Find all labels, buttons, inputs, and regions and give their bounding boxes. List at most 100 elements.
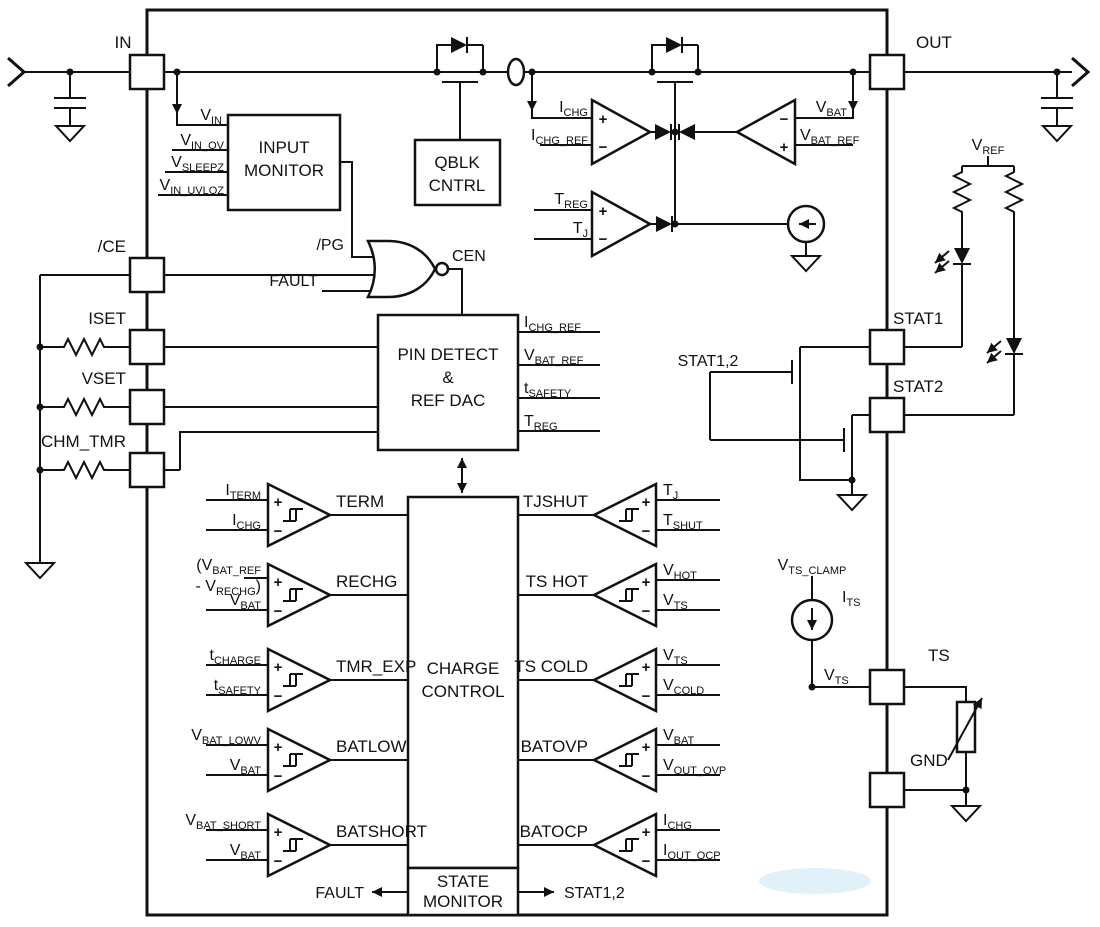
label-vcold: VCOLD: [663, 677, 704, 697]
tmr-exp-triangle: [266, 646, 333, 714]
wire-sense-tap: [531, 109, 592, 119]
batshort-hysteresis-icon: [283, 838, 303, 852]
wires-term: [206, 499, 408, 531]
wires-batovp: [518, 744, 720, 776]
label-cen: CEN: [452, 248, 486, 265]
ts-cold-plus: +: [642, 659, 651, 676]
batlow-plus: +: [274, 739, 283, 756]
rechg-plus: +: [274, 574, 283, 591]
tjshut-hysteresis-icon: [619, 508, 639, 522]
wires-tjshut: [518, 499, 720, 531]
pin-label-ce: /CE: [98, 237, 126, 256]
wire-treg-node: [650, 132, 788, 225]
tjshut-minus: −: [642, 523, 651, 540]
label-tj-cmp: TJ: [663, 482, 678, 502]
rechg-minus: −: [274, 603, 283, 620]
batocp-plus: +: [642, 824, 651, 841]
pin-stat1: [868, 328, 906, 366]
label-vin: VIN: [200, 107, 222, 127]
wires-ts-cold: [518, 664, 720, 696]
pin-label-out: OUT: [916, 33, 952, 52]
or-gate: [365, 239, 437, 299]
amp-treg: + −: [590, 189, 653, 259]
label-vbat-ref-dac: VBAT_REF: [524, 347, 584, 367]
label-ichg-ref-dac: ICHG_REF: [524, 314, 581, 334]
comparator-batovp: + −: [591, 726, 658, 794]
batlow-hysteresis-icon: [283, 753, 303, 767]
batovp-hysteresis-icon: [619, 753, 639, 767]
term-minus: −: [274, 523, 283, 540]
wire-stat-fets: [799, 347, 853, 495]
term-plus: +: [274, 494, 283, 511]
rechg-hysteresis-icon: [283, 588, 303, 602]
q2-body-diode-icon: [666, 37, 682, 53]
ts-hot-minus: −: [642, 603, 651, 620]
pin-in: [128, 53, 166, 91]
label-tj-amp: TJ: [573, 220, 588, 240]
label-ichg-ref-amp: ICHG_REF: [531, 127, 588, 147]
tmr-exp-hysteresis-icon: [283, 673, 303, 687]
qblk-label-2: CNTRL: [429, 176, 486, 195]
pin-vset: [128, 388, 166, 426]
ground-input-cap-icon: [53, 125, 87, 143]
q1-body-diode-loop: [436, 44, 484, 72]
led1-ray1-icon: [934, 250, 950, 264]
stat1-fet-icon: [791, 360, 801, 384]
comparator-ts-cold: + −: [591, 646, 658, 714]
wires-rechg: [206, 577, 408, 611]
ts-hot-plus: +: [642, 574, 651, 591]
pin-detect-label-1: PIN DETECT: [397, 345, 498, 364]
batocp-minus: −: [642, 853, 651, 870]
batocp-hysteresis-icon: [619, 838, 639, 852]
label-vbat-rechg: VBAT: [230, 592, 262, 612]
q2-body-diode-loop: [651, 44, 699, 72]
label-treg-amp: TREG: [554, 191, 588, 211]
led2-ray1-icon: [986, 340, 1002, 354]
q1-body-diode-icon: [451, 37, 467, 53]
wire-vref-branch: [961, 156, 1015, 168]
charge-control-label-2: CONTROL: [421, 682, 504, 701]
pin-label-iset: ISET: [88, 309, 126, 328]
wire-stat-gates: [709, 371, 844, 441]
wire-ts-external: [904, 686, 967, 806]
label-vbat-batlow: VBAT: [230, 757, 262, 777]
amp-vbat: − +: [734, 97, 797, 167]
diode-treg-icon: [656, 216, 672, 232]
label-vin-ov: VIN_OV: [180, 132, 224, 152]
amp-ichg: + −: [590, 97, 653, 167]
ground-thermistor-icon: [949, 805, 983, 823]
label-vref: VREF: [972, 137, 1005, 157]
wires-batshort: [206, 829, 408, 861]
pin-out: [868, 53, 906, 91]
label-vsleepz: VSLEEPZ: [171, 154, 224, 174]
state-monitor-label-2: MONITOR: [423, 892, 503, 911]
mosfet-q2: [651, 37, 699, 83]
comparator-name-batovp: BATOVP: [521, 737, 588, 756]
batshort-minus: −: [274, 853, 283, 870]
tmr-exp-plus: +: [274, 659, 283, 676]
resistor-stat2: [1003, 168, 1025, 214]
label-ichg-ocp: ICHG: [663, 812, 692, 832]
ground-output-cap-icon: [1040, 125, 1074, 143]
label-pg: /PG: [316, 237, 344, 254]
block-pin-detect: [376, 313, 520, 452]
tjshut-plus: +: [642, 494, 651, 511]
comparator-batlow: + −: [266, 726, 333, 794]
current-sense-icon: [506, 57, 526, 87]
thermistor-arrow-icon: [947, 697, 983, 761]
watermark-blob: [759, 868, 871, 894]
comparator-name-rechg: RECHG: [336, 572, 397, 591]
pin-iset: [128, 328, 166, 366]
label-rechg-line2: - VRECHG): [195, 578, 261, 598]
pin-label-stat1: STAT1: [893, 309, 943, 328]
block-charge-control: [406, 495, 520, 870]
wire-cen: [448, 268, 463, 315]
comparator-name-ts-cold: TS COLD: [514, 657, 588, 676]
input-monitor-label-1: INPUT: [259, 138, 310, 157]
qblk-label-1: QBLK: [434, 153, 480, 172]
label-vbat-ref-amp: VBAT_REF: [800, 127, 860, 147]
amp-treg-triangle: [590, 189, 653, 259]
stat2-fet-icon: [843, 428, 853, 452]
amp-treg-plus: +: [599, 203, 608, 220]
